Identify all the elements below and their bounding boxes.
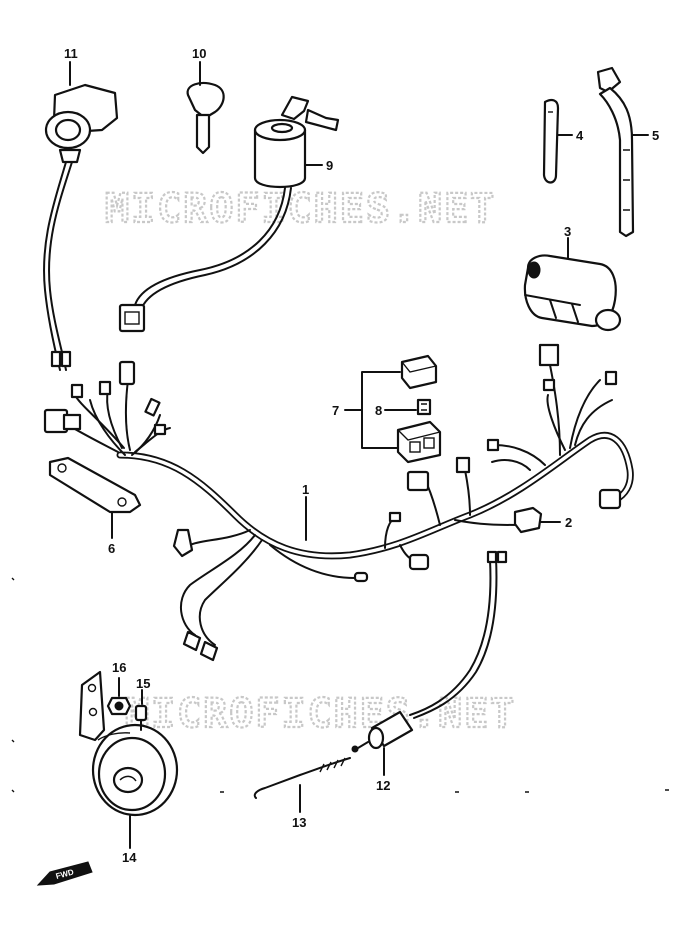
ignition-switch-part-9 [118,95,340,333]
callout-15: 15 [136,676,150,691]
callout-16: 16 [112,660,126,675]
bolt-part-15 [134,704,148,731]
fuse-part-8 [416,398,432,416]
watermark-top: MICROFICHES.NET [105,186,496,232]
callout-7: 7 [332,403,339,418]
callout-12: 12 [376,778,390,793]
relay-part-7-lower [396,420,442,464]
callout-6: 6 [108,541,115,556]
callout-10: 10 [192,46,206,61]
mounting-plate-part-6 [48,456,142,514]
nut-part-16 [106,696,132,716]
ignition-key-part-10 [186,81,225,155]
harness-connectors [43,343,622,662]
ignition-coil-part-3 [523,254,622,332]
callout-11: 11 [64,46,78,61]
watermark-bottom: MICROFICHES.NET [125,691,516,737]
callout-1: 1 [302,482,309,497]
bracket-7 [344,371,401,449]
forward-arrow-icon: FWD [36,861,93,886]
callout-5: 5 [652,128,659,143]
horn-part-14 [78,670,179,817]
callout-2: 2 [565,515,572,530]
handlebar-switch-part-11 [43,83,119,371]
clamp-part-4 [542,98,560,184]
callout-3: 3 [564,224,571,239]
brake-switch-part-12 [351,550,508,753]
relay-part-7-upper [400,354,438,390]
callout-13: 13 [292,815,306,830]
callout-8: 8 [375,403,382,418]
band-part-5 [596,66,635,238]
callout-9: 9 [326,158,333,173]
return-spring-part-13 [253,757,351,799]
callout-4: 4 [576,128,584,143]
registration-marks [11,577,669,793]
callout-14: 14 [122,850,137,865]
main-wiring-harness [59,364,634,646]
